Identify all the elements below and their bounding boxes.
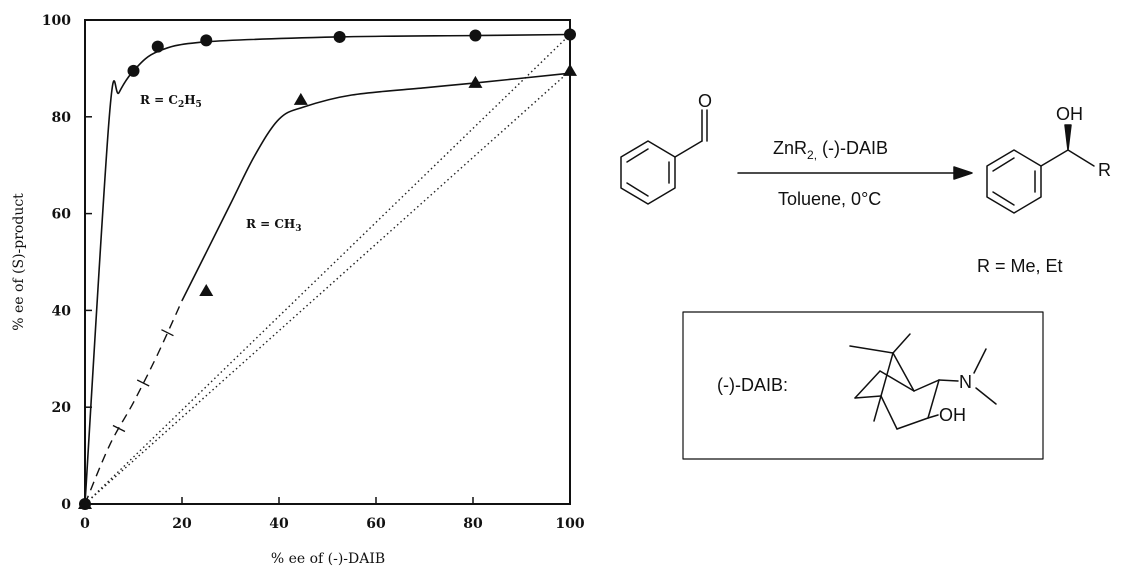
curve-methyl xyxy=(181,72,571,302)
ligand-label: (-)-DAIB: xyxy=(717,375,788,395)
reaction-scheme xyxy=(620,109,1095,460)
marker-ethyl xyxy=(469,29,482,42)
marker-methyl xyxy=(78,497,92,509)
y-axis-ticks: 0 20 40 60 80 100 xyxy=(42,13,92,513)
label-methyl-curve: R = CH3 xyxy=(246,217,302,234)
x-tick-label: 20 xyxy=(172,516,192,532)
error-bar-tick xyxy=(112,424,126,433)
x-tick-label: 0 xyxy=(80,516,90,532)
x-tick-label: 60 xyxy=(366,516,386,532)
marker-ethyl xyxy=(200,34,213,47)
curve-methyl-dashed xyxy=(84,300,183,505)
x-tick-label: 40 xyxy=(269,516,289,532)
error-bar-tick xyxy=(136,379,150,387)
y-tick-label: 60 xyxy=(52,207,72,223)
marker-ethyl xyxy=(333,30,346,43)
x-tick-label: 100 xyxy=(555,516,584,532)
marker-ethyl xyxy=(564,28,576,41)
label-ethyl-curve: R = C2H5 xyxy=(140,93,202,110)
benzaldehyde-structure xyxy=(620,109,708,205)
r-definition: R = Me, Et xyxy=(977,256,1063,276)
x-axis-ticks: 0 20 40 60 80 100 xyxy=(80,497,585,532)
marker-methyl xyxy=(293,92,308,105)
marker-methyl xyxy=(468,75,483,88)
product-structure xyxy=(986,124,1095,214)
reference-lines xyxy=(84,34,571,505)
conditions-text: Toluene, 0°C xyxy=(778,189,881,209)
y-axis-label: % ee of (S)-product xyxy=(11,193,27,331)
daib-nitrogen: N xyxy=(959,372,972,392)
marker-methyl xyxy=(563,63,577,76)
marker-ethyl xyxy=(151,40,164,53)
fit-curves xyxy=(84,33,571,505)
marker-ethyl xyxy=(127,64,140,77)
ee-chart: 0 20 40 60 80 100 0 20 40 60 80 100 % ee of (-)-DA… xyxy=(11,13,585,567)
ligand-box xyxy=(682,311,1044,460)
y-tick-label: 0 xyxy=(61,497,71,513)
reaction-arrow xyxy=(737,166,973,180)
product-r: R xyxy=(1098,160,1111,180)
reference-line xyxy=(84,34,571,505)
data-markers xyxy=(78,28,577,510)
reagent-text: ZnR2, (-)-DAIB xyxy=(773,138,888,162)
plot-frame xyxy=(84,19,571,505)
reference-line xyxy=(84,70,571,505)
x-axis-label: % ee of (-)-DAIB xyxy=(271,551,385,567)
y-tick-label: 20 xyxy=(52,400,72,416)
daib-structure xyxy=(849,333,997,430)
y-tick-label: 100 xyxy=(42,13,71,29)
daib-hydroxyl: OH xyxy=(939,405,966,425)
error-bar-tick xyxy=(161,329,174,337)
marker-methyl xyxy=(199,284,214,297)
y-tick-label: 80 xyxy=(52,110,72,126)
y-tick-label: 40 xyxy=(52,303,72,319)
product-oh: OH xyxy=(1056,104,1083,124)
curve-ethyl xyxy=(84,33,571,505)
x-tick-label: 80 xyxy=(463,516,483,532)
aldehyde-oxygen: O xyxy=(698,91,712,111)
scheme-text: O ZnR2, (-)-DAIB Toluene, 0°C OH R R = M… xyxy=(698,91,1111,425)
